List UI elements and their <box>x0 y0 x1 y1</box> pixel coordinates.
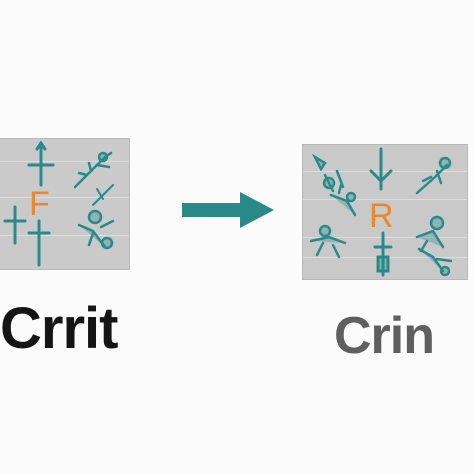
left-caption: Crrit <box>0 296 118 361</box>
dragon-icon <box>69 147 117 195</box>
dragon-icon <box>321 175 369 223</box>
creature-icon <box>305 215 353 263</box>
dragon-icon <box>83 169 129 217</box>
dragon-icon <box>71 203 119 251</box>
sword-icon <box>0 201 39 249</box>
dragon-icon <box>413 231 461 279</box>
sword-icon <box>357 147 405 195</box>
scanline <box>0 161 129 162</box>
right-caption: Crin <box>334 307 435 365</box>
sword-icon <box>359 229 407 277</box>
creature-icon <box>307 147 355 195</box>
dragon-icon <box>407 207 455 255</box>
right-arrow-icon <box>180 190 276 230</box>
right-image-panel: R <box>302 144 468 280</box>
left-image-panel: F <box>0 138 130 270</box>
panel-letter: F <box>29 185 50 223</box>
dragon-icon <box>411 151 459 199</box>
scanline <box>0 235 129 236</box>
sword-icon <box>17 141 65 189</box>
scanline <box>303 199 467 200</box>
panel-letter: R <box>369 197 394 235</box>
sword-icon <box>15 219 63 267</box>
scanline <box>303 237 467 238</box>
scanline <box>0 197 129 198</box>
scanline <box>303 171 467 172</box>
